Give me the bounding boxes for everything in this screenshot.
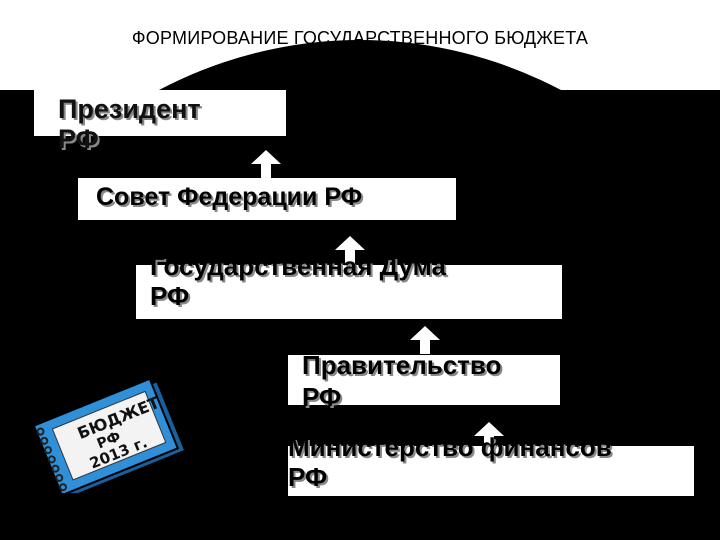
arrow-up-icon — [251, 150, 281, 164]
federation-council-box: Совет Федерации РФ — [78, 178, 456, 220]
state-duma-label: Государственная Дума РФ — [150, 251, 446, 311]
government-box: Правительство РФ — [288, 350, 560, 412]
arrow-stem — [484, 436, 494, 450]
president-box: Президент РФ — [34, 90, 286, 154]
arrow-up-icon — [335, 236, 365, 250]
federation-council-label: Совет Федерации РФ — [96, 183, 363, 211]
budget-book-icon: БЮДЖЕТ РФ 2013 г. — [32, 378, 187, 493]
arrow-up-icon — [474, 422, 504, 436]
arrow-stem — [345, 250, 355, 264]
arrow-up-icon — [410, 326, 440, 340]
ministry-finance-label: Министерство финансов РФ — [288, 432, 612, 492]
arrow-stem — [420, 340, 430, 354]
slide-title: ФОРМИРОВАНИЕ ГОСУДАРСТВЕННОГО БЮДЖЕТА — [131, 28, 589, 48]
arrow-stem — [261, 164, 271, 178]
president-label: Президент РФ — [58, 94, 201, 154]
ministry-finance-box: Министерство финансов РФ — [288, 432, 694, 496]
government-label: Правительство РФ — [302, 350, 502, 412]
state-duma-box: Государственная Дума РФ — [136, 251, 562, 319]
